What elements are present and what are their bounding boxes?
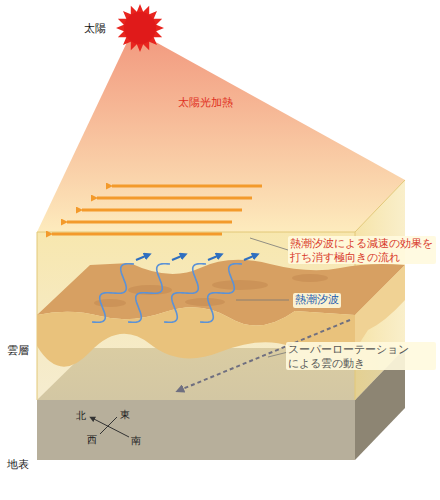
layer-label: 雲層 <box>7 344 29 359</box>
leader-lines <box>236 238 289 357</box>
wave-direction-arrow <box>172 255 184 260</box>
heating-label: 太陽光加熱 <box>178 96 233 111</box>
ground-front <box>37 400 355 460</box>
wave-line <box>128 264 170 322</box>
cloud-side <box>355 265 405 350</box>
thermal-tide-waves <box>92 255 256 322</box>
wave-direction-arrow <box>136 255 148 260</box>
wave-direction-arrow <box>244 255 256 260</box>
flow-label: 熱潮汐波による減速の効果を 打ち消す極向きの流れ <box>288 236 436 264</box>
compass-label: 東 <box>120 408 130 422</box>
wave-line <box>164 264 206 322</box>
sun-label: 太陽 <box>84 22 106 37</box>
wave-line <box>200 264 242 322</box>
wave-direction-arrow <box>208 255 220 260</box>
sunlight-beam <box>37 40 405 232</box>
wave-line <box>92 264 134 322</box>
poleward-flow-arrows <box>52 186 262 234</box>
compass-label: 北 <box>76 409 86 423</box>
rotation-label: スーパーローテーション による雲の動き <box>286 342 436 370</box>
compass-label: 西 <box>87 433 97 447</box>
compass-label: 南 <box>131 434 141 448</box>
sun-symbol <box>116 4 164 52</box>
sun-disc <box>124 12 156 44</box>
sun-rays <box>116 4 164 52</box>
wave-label: 熱潮汐波 <box>293 293 341 308</box>
layer-label: 地表 <box>7 458 29 473</box>
